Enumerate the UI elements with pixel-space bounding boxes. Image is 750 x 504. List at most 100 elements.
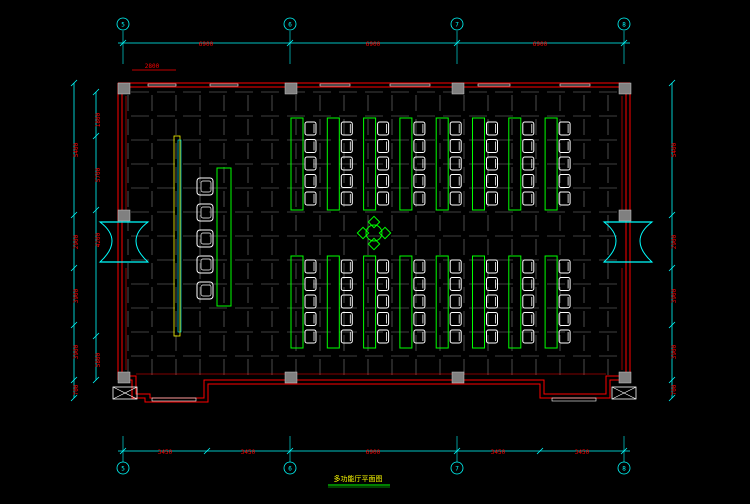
dimension-label: 5700 [95,167,102,182]
axis-label-top: 6 [288,22,292,29]
round-table-chair [378,226,392,240]
seminar-chair [449,259,462,274]
dimension-tick [70,79,78,87]
stair-box-cross [611,386,637,400]
seminar-table [326,255,340,349]
seminar-chair [486,277,498,291]
round-table [365,224,383,242]
seminar-chair [377,329,390,344]
structural-column [451,82,465,95]
seminar-chair [304,312,317,326]
dimension-tick [92,132,100,140]
seminar-chair [558,259,571,274]
seminar-chair [558,139,571,153]
seminar-chair [340,329,353,344]
seminar-chair [522,139,535,153]
stage-chair [196,203,214,222]
dimension-tick [92,376,100,384]
seminar-chair [558,329,571,344]
seminar-chair [304,277,317,291]
seminar-chair [449,277,462,291]
stage-chair [196,255,214,274]
window-top [559,83,591,87]
dimension-label: 3450 [491,449,506,456]
seminar-table [399,117,413,211]
round-table-chair [356,226,370,240]
seminar-chair [449,156,462,171]
seminar-chair [558,121,571,136]
dimension-label: 5800 [95,352,102,367]
seminar-chair [304,156,317,171]
seminar-table [363,117,377,211]
seminar-chair [486,191,498,206]
dimension-tick [668,376,676,384]
dimension-tick [70,264,78,272]
seminar-chair [340,312,353,326]
seminar-chair [413,294,426,309]
axis-bubble [283,17,297,31]
seminar-chair [558,174,571,188]
window-top [319,83,351,87]
window-top [477,83,511,87]
dimension-tick [70,394,78,402]
seminar-chair [413,156,426,171]
seminar-table [472,255,485,349]
dimension-tick [92,206,100,214]
seminar-chair [304,259,317,274]
seminar-chair [377,139,390,153]
dimension-tick [70,321,78,329]
window-bottom [551,397,597,402]
structural-column [117,209,131,222]
stage-chair-seat [200,284,212,297]
seminar-chair [304,329,317,344]
left-side-door [98,221,150,263]
seminar-chair [340,121,353,136]
dimension-tick [668,321,676,329]
axis-label-bottom: 5 [121,466,125,473]
round-table-chair [367,237,381,251]
seminar-chair [449,139,462,153]
dimension-tick [203,447,211,455]
wall-bottom-inner [122,375,626,399]
stair-box-cross [112,386,138,400]
stair-box [611,386,637,400]
seminar-chair [340,294,353,309]
stage-chair-seat [200,180,212,193]
seminar-chair [377,312,390,326]
dimension-label: 2900 [671,234,678,249]
dimension-label: 700 [73,384,80,395]
axis-bubble [450,461,464,475]
seminar-chair [377,174,390,188]
window-bottom [151,397,197,402]
dimension-label: 4200 [95,232,102,247]
seminar-table [435,117,449,211]
dimension-label: 3900 [73,344,80,359]
seminar-chair [522,329,535,344]
seminar-chair [304,191,317,206]
seminar-chair [377,121,390,136]
axis-label-bottom: 8 [622,466,626,473]
podium-table [216,167,232,307]
seminar-chair [304,174,317,188]
seminar-chair [522,259,535,274]
dimension-label: 3900 [671,344,678,359]
seminar-chair [558,277,571,291]
axis-bubble [617,461,631,475]
seminar-chair [413,277,426,291]
dimension-label: 6900 [199,41,214,48]
seminar-chair [413,259,426,274]
dimension-label: 3450 [241,449,256,456]
dimension-label: 1800 [95,112,102,127]
seminar-table [508,117,522,211]
structural-column [117,82,131,95]
seminar-chair [522,312,535,326]
dimension-tick [668,79,676,87]
seminar-chair [449,191,462,206]
seminar-chair [558,191,571,206]
seminar-table [399,255,413,349]
axis-label-bottom: 6 [288,466,292,473]
seminar-chair [377,294,390,309]
seminar-chair [449,121,462,136]
seminar-chair [449,174,462,188]
axis-label-top: 7 [455,22,459,29]
